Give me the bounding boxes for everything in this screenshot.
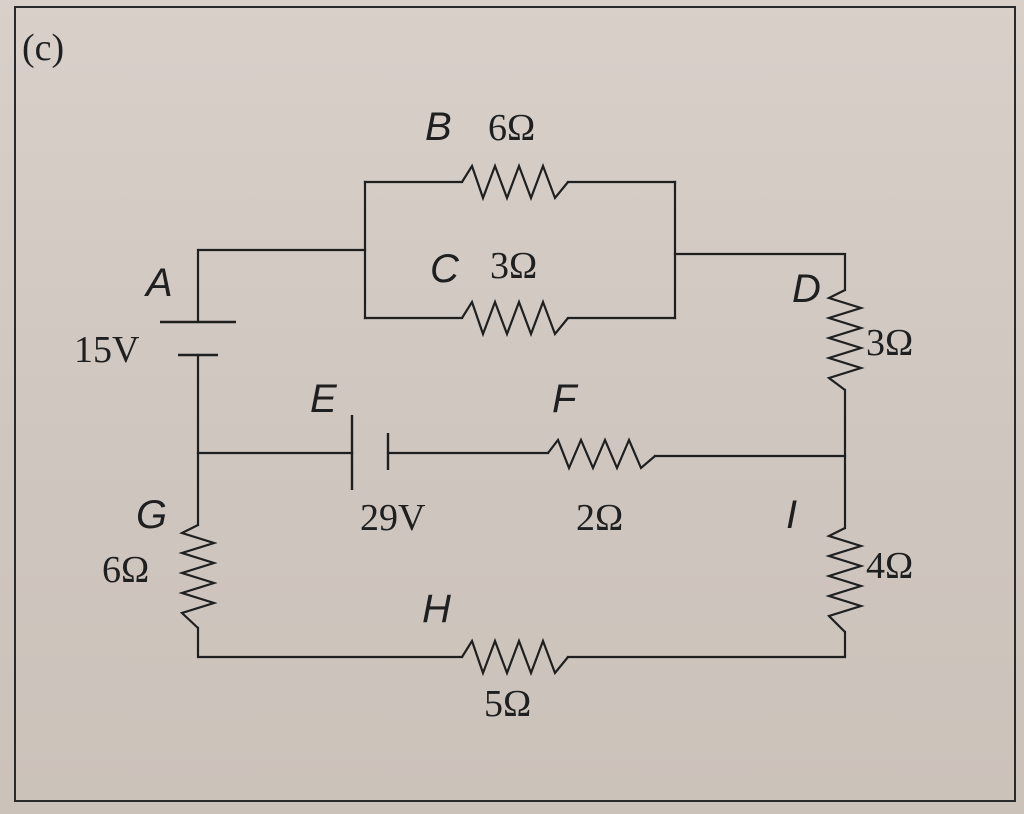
resistor-c xyxy=(461,298,569,338)
value-label-i: 4Ω xyxy=(866,545,913,587)
wire-top-right xyxy=(673,252,847,292)
resistor-h xyxy=(461,637,569,677)
panel-label: (c) xyxy=(22,27,64,69)
value-label-b: 6Ω xyxy=(488,107,535,149)
node-label-f: F xyxy=(552,377,579,421)
node-label-g: G xyxy=(136,493,167,537)
node-label-e: E xyxy=(310,377,338,421)
wire-right-bottom xyxy=(566,630,847,659)
resistor-i xyxy=(825,527,865,633)
value-label-f: 2Ω xyxy=(576,497,623,539)
node-label-i: I xyxy=(786,493,797,537)
value-label-d: 3Ω xyxy=(866,322,913,364)
node-label-d: D xyxy=(792,267,821,311)
node-label-a: A xyxy=(144,261,173,305)
node-label-c: C xyxy=(430,247,460,291)
node-label-b: B xyxy=(425,105,452,149)
value-label-c: 3Ω xyxy=(490,245,537,287)
value-label-h: 5Ω xyxy=(484,683,531,725)
value-label-15v: 15V xyxy=(74,329,140,371)
resistor-b xyxy=(461,162,569,202)
resistor-g xyxy=(178,524,218,629)
value-label-g: 6Ω xyxy=(102,549,149,591)
resistor-d xyxy=(825,289,865,391)
value-label-29v: 29V xyxy=(360,497,426,539)
wire-bottom-left xyxy=(196,626,464,659)
resistor-f xyxy=(547,437,656,471)
wire-top-left xyxy=(196,248,367,322)
node-label-h: H xyxy=(422,587,451,631)
figure-frame xyxy=(14,6,1016,802)
